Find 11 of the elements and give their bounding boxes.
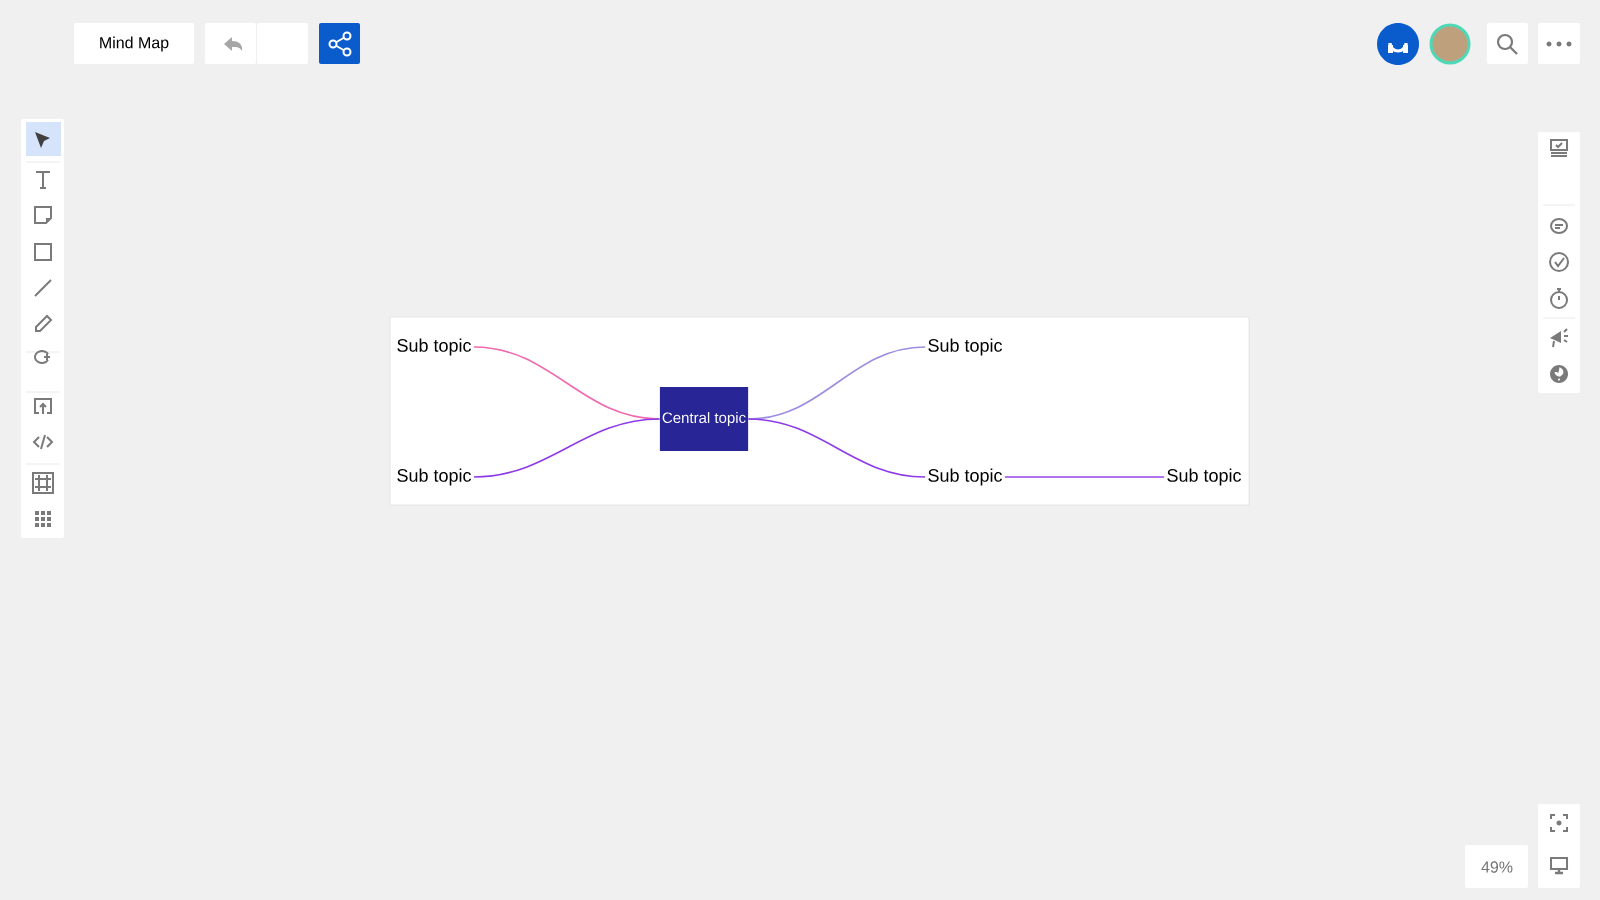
topic-text: Sub topic <box>397 338 472 356</box>
zoom-level: 49% <box>1465 845 1528 888</box>
title-button: Mind Map <box>74 23 194 64</box>
topic-box: Central topic <box>659 387 749 451</box>
connector-line <box>473 418 661 478</box>
topic-text: Sub topic <box>928 468 1003 486</box>
topic-text: Sub topic <box>397 468 472 486</box>
connector-line <box>747 418 926 478</box>
connector-line <box>1004 476 1165 478</box>
topic-text: Sub topic <box>928 338 1003 356</box>
topic-text: Sub topic <box>1167 468 1242 486</box>
